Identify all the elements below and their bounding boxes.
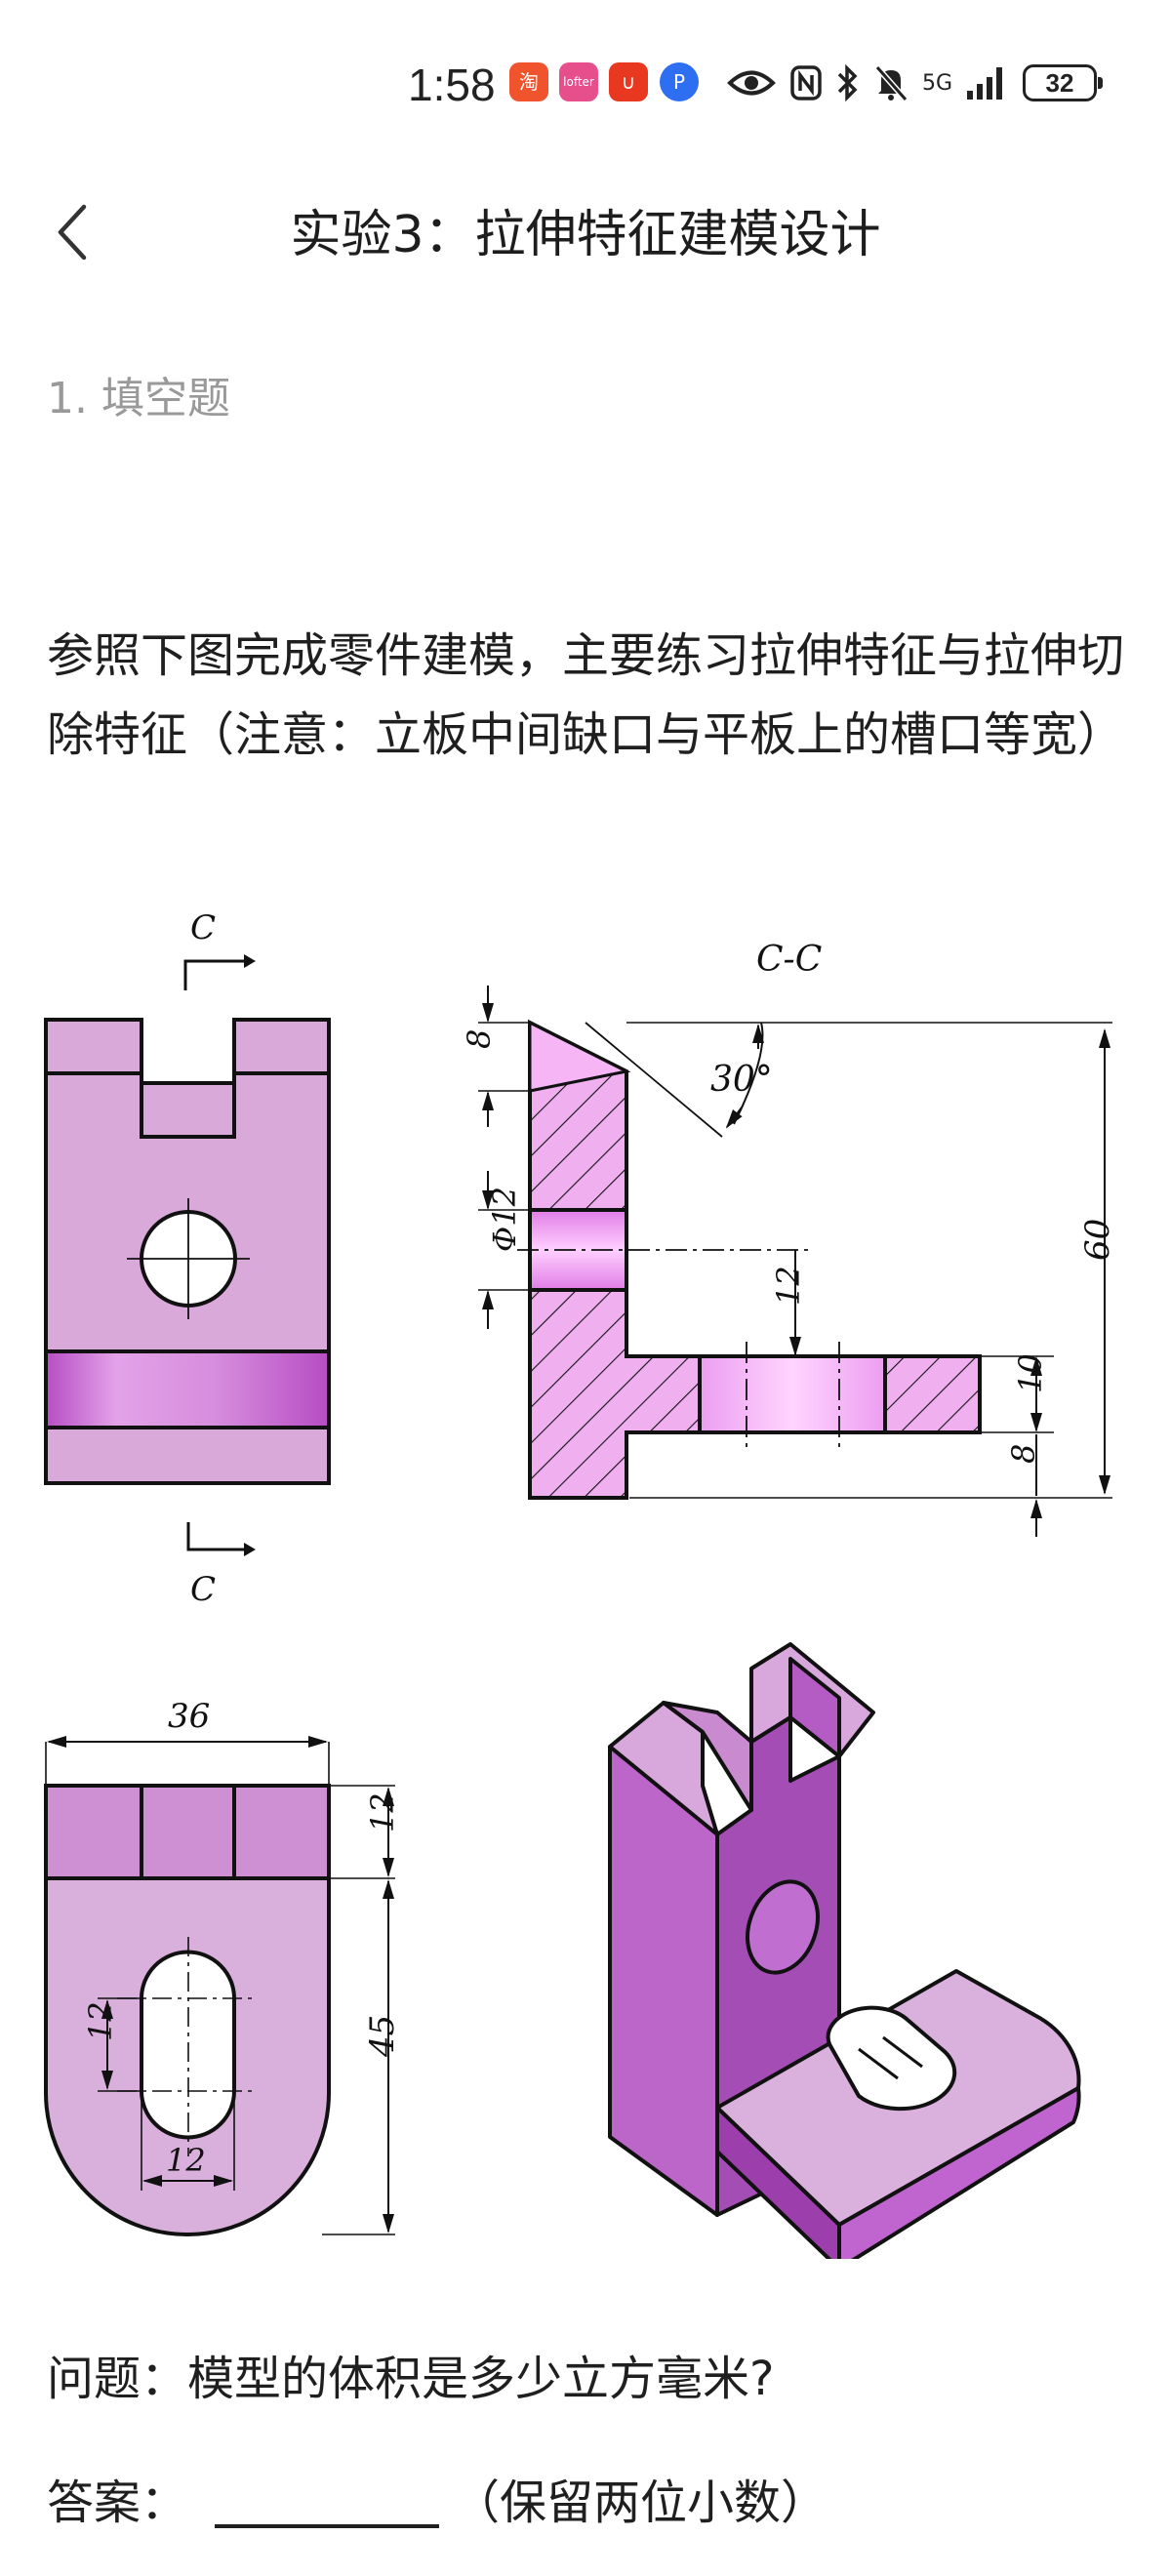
nfc-icon	[790, 65, 822, 101]
dim-plate-thickness: 10	[1012, 1353, 1049, 1393]
p-app-icon: P	[660, 62, 699, 101]
dim-angle: 30°	[710, 1060, 773, 1100]
signal-icon	[967, 67, 1002, 100]
answer-hint: （保留两位小数）	[453, 2475, 828, 2530]
section-view-cc: C-C 8 30° Φ12 12 60 10 8	[461, 940, 1117, 1537]
status-bar: 1:58 淘 lofter ∪ P 5G 32	[0, 0, 1171, 166]
dim-hole-height: 12	[770, 1266, 807, 1306]
status-icons: 5G 32	[727, 60, 1103, 105]
answer-label: 答案：	[47, 2475, 188, 2530]
dim-slot-width: 12	[166, 2142, 206, 2179]
section-title: C-C	[756, 940, 822, 980]
dim-rib-depth: 12	[364, 1792, 401, 1832]
back-arrow-icon[interactable]	[49, 203, 98, 262]
isometric-view	[608, 1642, 1081, 2259]
dim-slot-length: 12	[82, 2001, 119, 2041]
section-marker-bottom: C	[186, 1522, 256, 1609]
front-view: C C	[44, 908, 331, 1609]
network-type: 5G	[921, 70, 952, 96]
dim-hole-diameter: Φ12	[486, 1187, 523, 1252]
answer-blank-input[interactable]	[215, 2477, 440, 2528]
battery-indicator: 32	[1023, 64, 1103, 101]
question-text: 问题：模型的体积是多少立方毫米?	[47, 2352, 775, 2406]
question-type-label: 1. 填空题	[47, 374, 230, 423]
dim-width: 36	[168, 1697, 210, 1736]
mute-bell-icon	[874, 65, 909, 101]
bluetooth-icon	[837, 63, 858, 102]
dim-total-height: 60	[1078, 1219, 1117, 1261]
answer-row: 答案： （保留两位小数）	[47, 2464, 828, 2532]
status-time: 1:58	[408, 60, 496, 110]
eye-icon	[727, 70, 776, 96]
question-prompt: 参照下图完成零件建模，主要练习拉伸特征与拉伸切除特征（注意：立板中间缺口与平板上…	[47, 628, 1125, 762]
dim-top-chamfer: 8	[461, 1029, 498, 1049]
lofter-icon: lofter	[559, 62, 598, 101]
shopping-app-icon: ∪	[609, 62, 648, 101]
dim-plate-length: 45	[363, 2015, 402, 2058]
top-view: 36 12 45 12 12	[44, 1697, 402, 2236]
dim-base-height: 8	[1005, 1444, 1042, 1464]
taobao-icon: 淘	[509, 62, 548, 101]
page-title: 实验3：拉伸特征建模设计	[290, 206, 881, 264]
svg-text:C: C	[190, 1570, 216, 1609]
engineering-drawing: C C C-C 8 30°	[44, 908, 1117, 2259]
top-nav-bar: 实验3：拉伸特征建模设计	[0, 166, 1171, 293]
section-marker-top: C	[183, 908, 256, 990]
svg-text:C: C	[190, 908, 216, 947]
